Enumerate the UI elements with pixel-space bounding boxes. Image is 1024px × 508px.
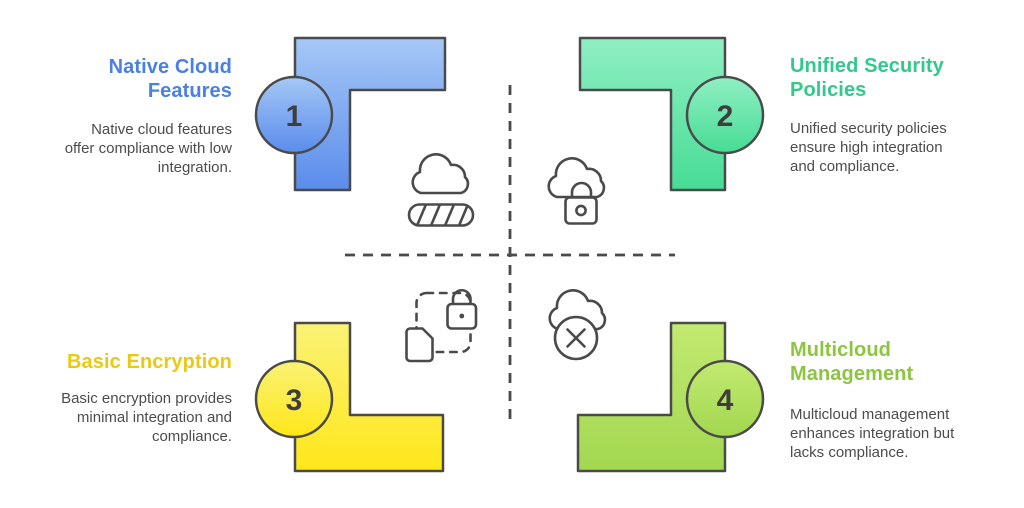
cloud-lock-icon: [547, 157, 606, 225]
quadrant-3-description: Basic encryption provides minimal integr…: [61, 390, 232, 445]
quadrant-4-description: Multicloud management enhances integrati…: [790, 406, 955, 461]
cloud-progress-icon: [407, 153, 475, 227]
step-numbers: 1 2 3 4: [286, 100, 734, 417]
quadrant-3-title: Basic Encryption: [67, 351, 232, 373]
number-circle-4: [685, 359, 765, 439]
number-circles: [254, 75, 765, 439]
encrypted-file-icon: [405, 288, 478, 363]
shape-block-4: [576, 321, 727, 473]
quadrant-2-description: Unified security policies ensure high in…: [790, 120, 947, 175]
quadrant-1-description: Native cloud features offer compliance w…: [64, 121, 232, 176]
step-number-4: 4: [717, 384, 734, 417]
quadrant-4-title: Multicloud Management: [790, 339, 914, 385]
cloud-error-icon: [548, 289, 607, 361]
quadrant-1-title: Native Cloud Features: [108, 56, 232, 102]
shape-block-1: [293, 36, 447, 192]
quadrant-dividers: [345, 85, 675, 425]
number-circle-1: [254, 75, 334, 155]
shape-block-3: [293, 321, 445, 473]
number-circle-2: [685, 75, 765, 155]
shape-block-2: [578, 36, 727, 192]
step-number-1: 1: [286, 100, 303, 133]
step-number-2: 2: [717, 100, 734, 133]
number-circle-3: [254, 359, 334, 439]
quadrant-2-title: Unified Security Policies: [790, 55, 944, 101]
step-number-3: 3: [286, 384, 303, 417]
quadrant-shapes: [293, 36, 727, 473]
